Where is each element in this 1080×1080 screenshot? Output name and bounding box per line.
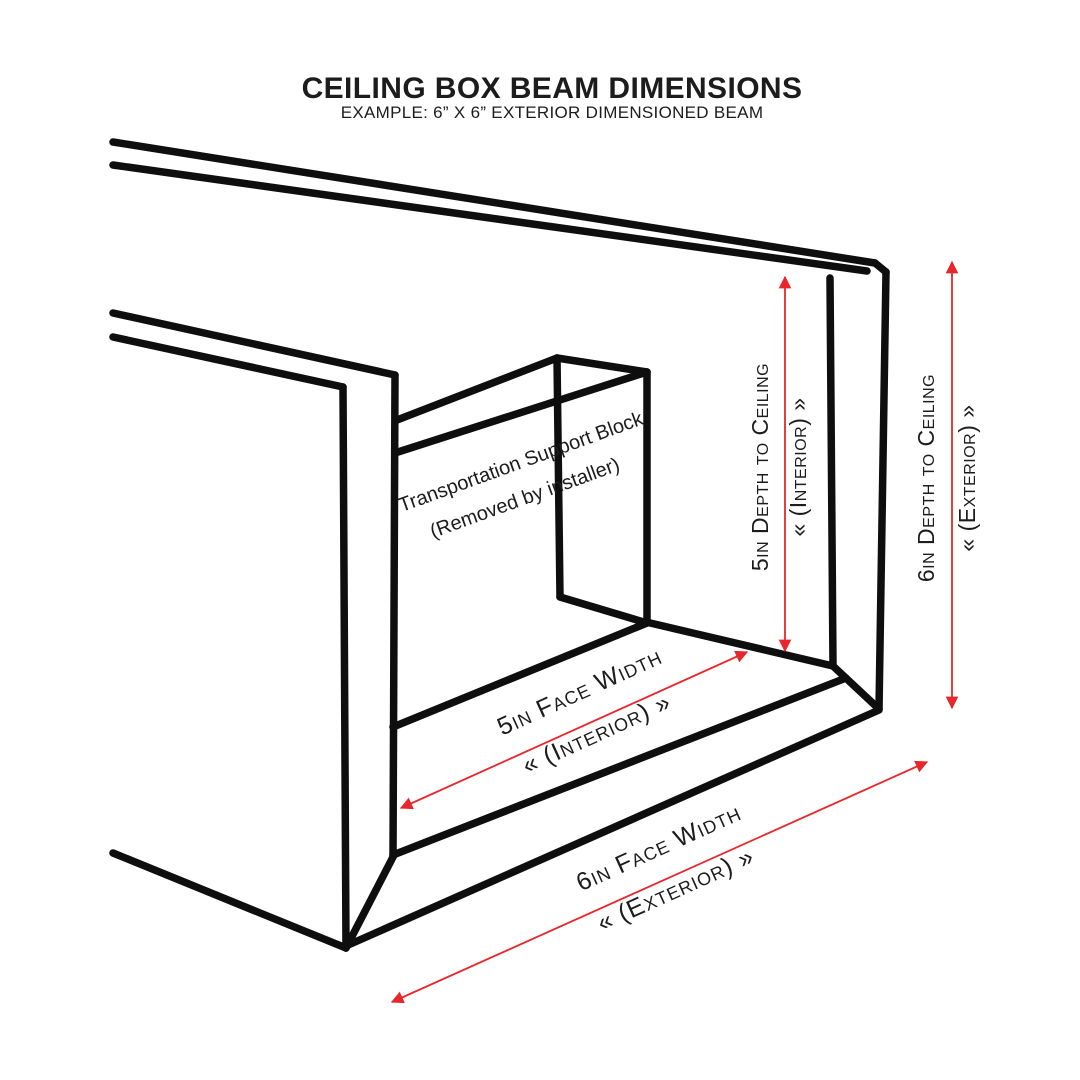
exterior-depth-label-qualifier: « (Exterior) » <box>954 404 980 551</box>
far-wall-outline <box>109 138 890 713</box>
support-block-label: Transportation Support Block (Removed by… <box>396 408 647 543</box>
exterior-depth-label-main: 6in Depth to Ceiling <box>913 374 939 582</box>
interior-depth-label: 5in Depth to Ceiling « (Interior) » <box>747 363 811 571</box>
exterior-width-label: 6in Face Width « (Exterior) » <box>572 798 759 937</box>
page-title: CEILING BOX BEAM DIMENSIONS <box>301 72 803 105</box>
exterior-width-dimension-line <box>390 760 929 1004</box>
interior-depth-label-main: 5in Depth to Ceiling <box>747 363 773 571</box>
front-wall-outline <box>109 309 399 952</box>
page-subtitle: EXAMPLE: 6” X 6” EXTERIOR DIMENSIONED BE… <box>340 103 764 122</box>
exterior-depth-label: 6in Depth to Ceiling « (Exterior) » <box>913 374 980 582</box>
interior-depth-label-qualifier: « (Interior) » <box>785 397 811 536</box>
